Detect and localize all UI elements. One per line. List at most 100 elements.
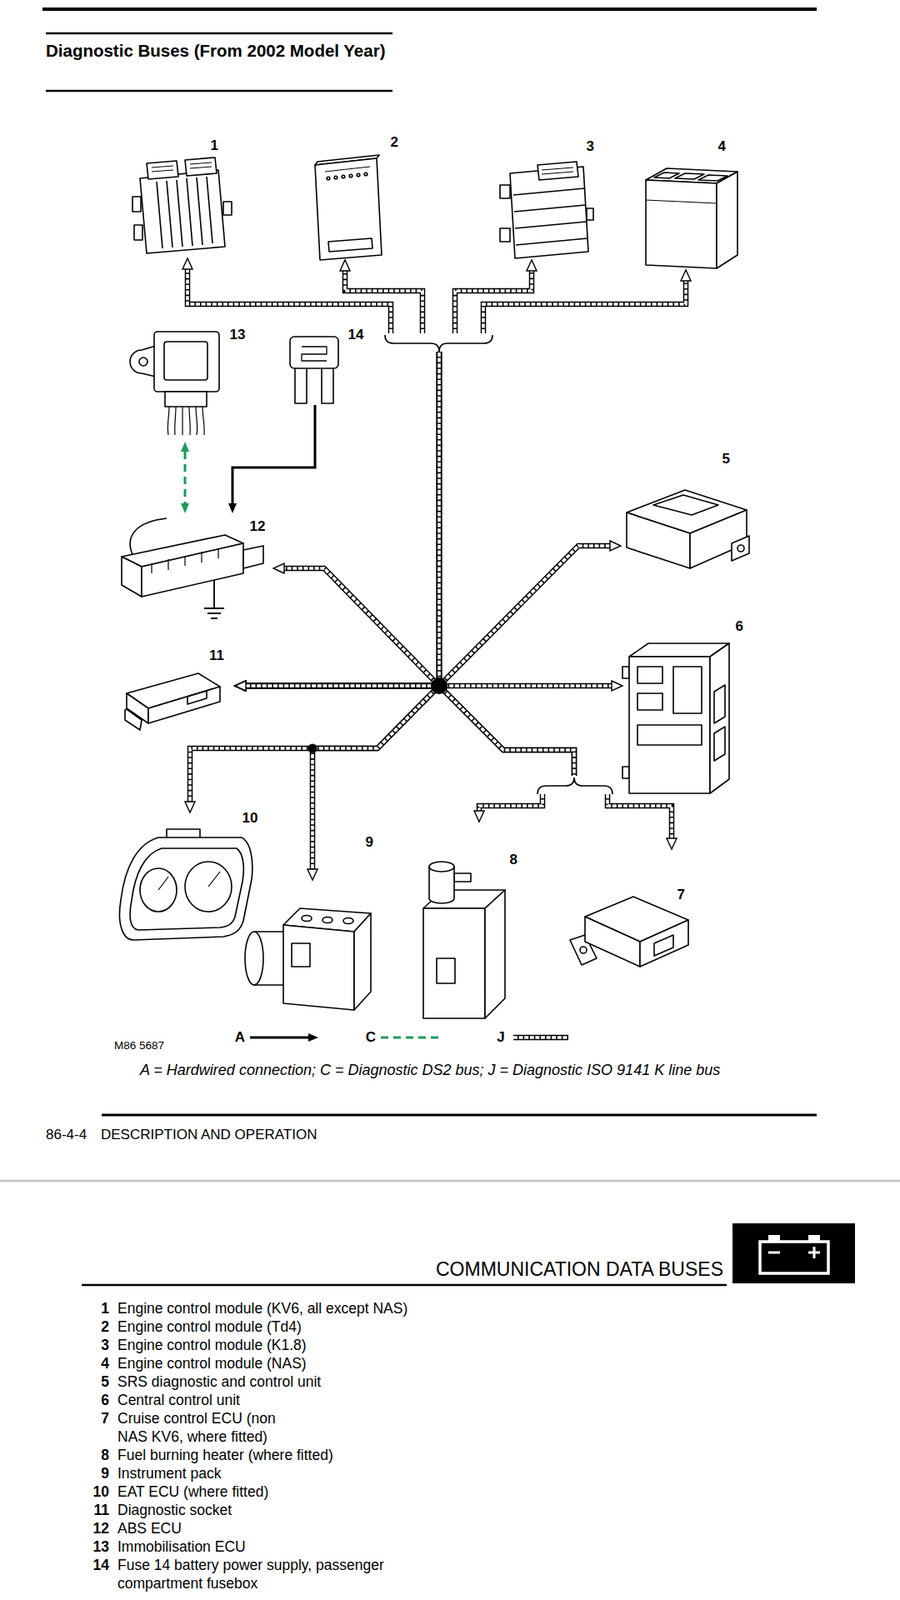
component-callout: 1 [132,153,235,259]
legend-sample [380,1037,442,1039]
part-number: 12 [84,1519,110,1538]
callout-number: 8 [510,851,518,869]
instrument-pack [283,925,355,1010]
fuse-symbol [321,366,334,404]
engine-module-nas [698,175,728,181]
srs-control-unit [653,495,719,515]
page-rule [81,1284,727,1287]
parts-list-row: 12ABS ECU [84,1519,408,1538]
engine-module-k18 [586,208,594,220]
legend-sample [513,1037,569,1039]
fuel-burning-heater [485,890,505,1019]
label-slot: M86 5687 [114,1038,165,1053]
central-control-unit [622,666,630,679]
instrument-pack [301,915,312,922]
engine-module-td4 [334,175,338,180]
k-line-bus [245,685,440,870]
k-line-bus [245,280,686,686]
immobilisation-ecu [167,406,205,435]
engine-module-td4 [356,173,360,177]
engine-module-nas [645,200,717,204]
part-number: 3 [84,1335,110,1355]
k-line-bus [245,280,686,686]
callout-number: 4 [718,138,726,155]
instrument-pack [245,931,264,985]
component-callout: 12 [117,513,274,602]
battery-icon [732,1223,855,1284]
battery-icon [768,1246,820,1259]
parts-list-row: 11 Diagnostic socket [84,1500,408,1520]
engine-module-kv6 [140,170,225,254]
bus-brace [385,335,613,795]
engine-module-nas [645,180,717,269]
immobilisation-ecu [165,391,207,407]
battery-icon [760,1241,829,1274]
page-rule [101,1114,817,1117]
callout-number: 1 [210,137,219,155]
page-separator [0,1180,900,1183]
caption-slot: A = Hardwired connection; C = Diagnostic… [140,1060,720,1080]
legend-key: A [235,1028,245,1047]
parts-list-row: 9Instrument pack [84,1464,408,1483]
instrument-pack [245,908,371,1010]
abs-ecu-connector [151,548,219,574]
ds2-bus [185,451,186,504]
fuel-burning-heater [423,908,485,1019]
abs-ecu-connector [243,545,264,569]
title-slot: Diagnostic Buses (From 2002 Model Year) [45,40,393,62]
part-number: 9 [84,1464,110,1483]
fuel-burning-heater [436,958,455,984]
eat-ecu [119,837,252,940]
legend-key: J [496,1028,505,1047]
fuse-symbol [290,336,339,369]
component-callout: 7 [566,849,691,992]
engine-module-nas [675,173,705,180]
k-line-bus [187,269,440,686]
k-line-bus [245,568,440,686]
engine-module-k18 [510,166,589,259]
engine-module-k18 [513,188,588,245]
callout-number: 3 [586,138,595,155]
parts-list-row: 4Engine control module (NAS) [84,1354,408,1373]
ds2-bus [184,451,187,504]
central-control-unit [714,726,725,761]
parts-list-row: 3Engine control module (K1.8) [84,1335,408,1355]
battery-icon [808,1235,820,1242]
immobilisation-ecu [130,345,156,377]
central-control-unit [710,643,730,794]
central-control-unit [622,643,730,794]
part-number: 11 [84,1500,110,1520]
callout-number: 7 [677,886,685,904]
part-number: 7 [84,1409,110,1428]
k-line-bus [245,685,440,870]
k-line-bus [245,270,440,686]
page-rule [42,7,817,11]
central-control-unit [637,693,663,710]
part-name: Immobilisation ECU [117,1537,246,1556]
engine-module-kv6 [156,176,213,249]
diagnostic-socket [187,690,207,705]
engine-module-kv6 [146,160,179,180]
callout-number: 9 [365,834,374,851]
part-number: 13 [84,1537,110,1556]
engine-module-k18 [537,161,579,180]
callout-number: 13 [230,326,246,344]
parts-list-row: 7Cruise control ECU (non NAS KV6, where … [84,1409,408,1446]
page-rule [42,9,817,1285]
callout-number: 10 [242,810,259,827]
k-line-bus [245,270,532,686]
engine-module-nas [716,171,738,269]
part-number: 5 [84,1372,110,1391]
cruise-control-ecu [654,935,674,956]
part-name: Diagnostic socket [117,1500,232,1520]
hardwired-connection [232,405,315,504]
label-slot: 86-4-4 [45,1125,87,1144]
central-control-unit [622,766,630,779]
page-rule [45,90,393,93]
legend-sample [250,1037,309,1039]
immobilisation-ecu [130,331,220,435]
label-slot: COMMUNICATION DATA BUSES [435,1257,724,1282]
callout-number: 11 [209,647,225,665]
parts-list-row: 10EAT ECU (where fitted) [84,1482,408,1501]
